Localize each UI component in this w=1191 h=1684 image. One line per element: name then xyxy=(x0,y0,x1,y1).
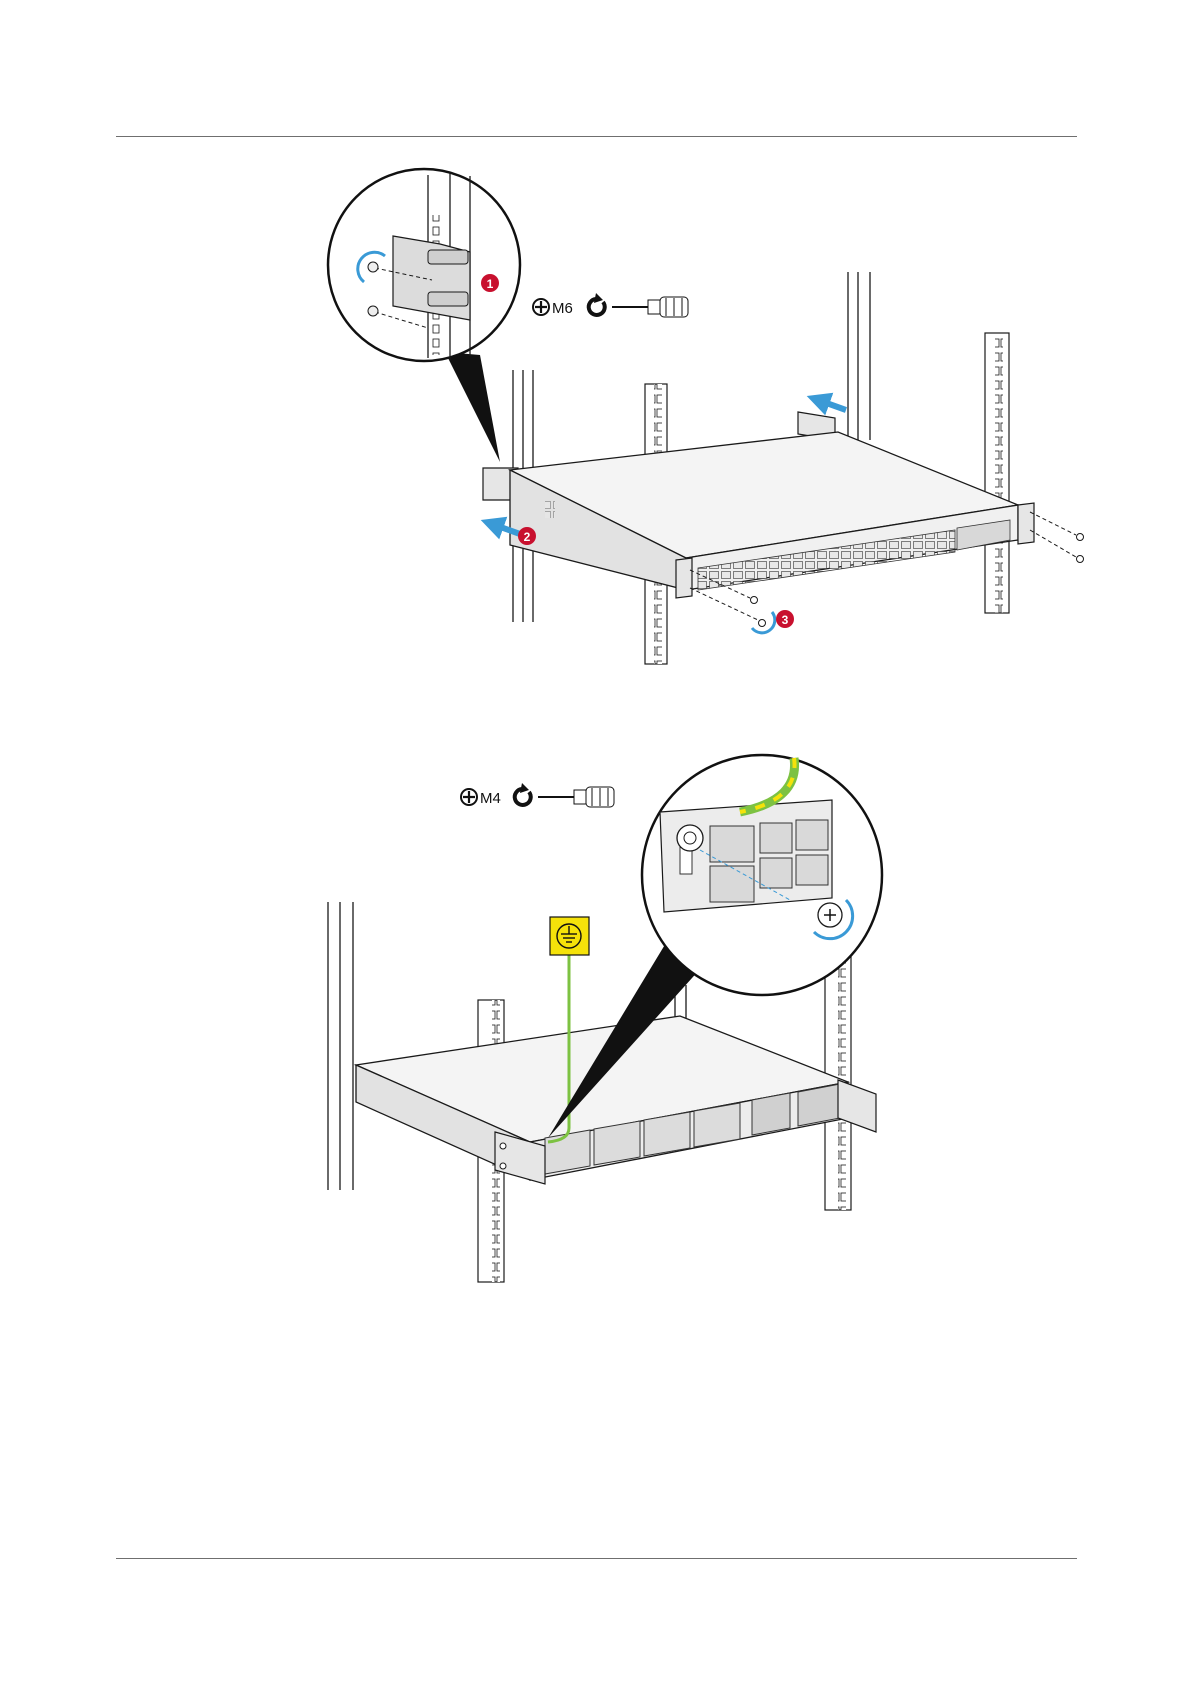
detail-circle-bracket xyxy=(328,169,520,361)
screw-size-label: M4 xyxy=(480,790,501,807)
clockwise-arrow-icon xyxy=(515,783,531,805)
figure-grounding: M4 xyxy=(328,755,882,1282)
front-right-post xyxy=(985,333,1009,613)
step-badge-3: 3 xyxy=(776,610,794,628)
rear-right-post xyxy=(848,272,870,440)
screwdriver-icon xyxy=(612,297,688,317)
tool-callout-m4: M4 xyxy=(461,783,614,807)
screwdriver-icon xyxy=(538,787,614,807)
switch-chassis xyxy=(510,432,1034,598)
tool-callout-m6: M6 xyxy=(533,293,688,317)
detail-circle-ground xyxy=(642,755,882,995)
slide-arrow-right xyxy=(818,400,846,410)
rear-post-left xyxy=(328,902,353,1190)
step-badge-2: 2 xyxy=(518,527,536,545)
svg-text:2: 2 xyxy=(524,530,531,544)
svg-text:1: 1 xyxy=(487,277,494,291)
screw-size-label: M6 xyxy=(552,300,573,317)
step-badge-1: 1 xyxy=(481,274,499,292)
svg-text:3: 3 xyxy=(782,613,789,627)
figure-rack-mount: 2 3 1 xyxy=(328,169,1084,664)
ground-label xyxy=(550,917,589,955)
callout-pointer xyxy=(445,352,500,462)
clockwise-arrow-icon xyxy=(589,293,605,315)
